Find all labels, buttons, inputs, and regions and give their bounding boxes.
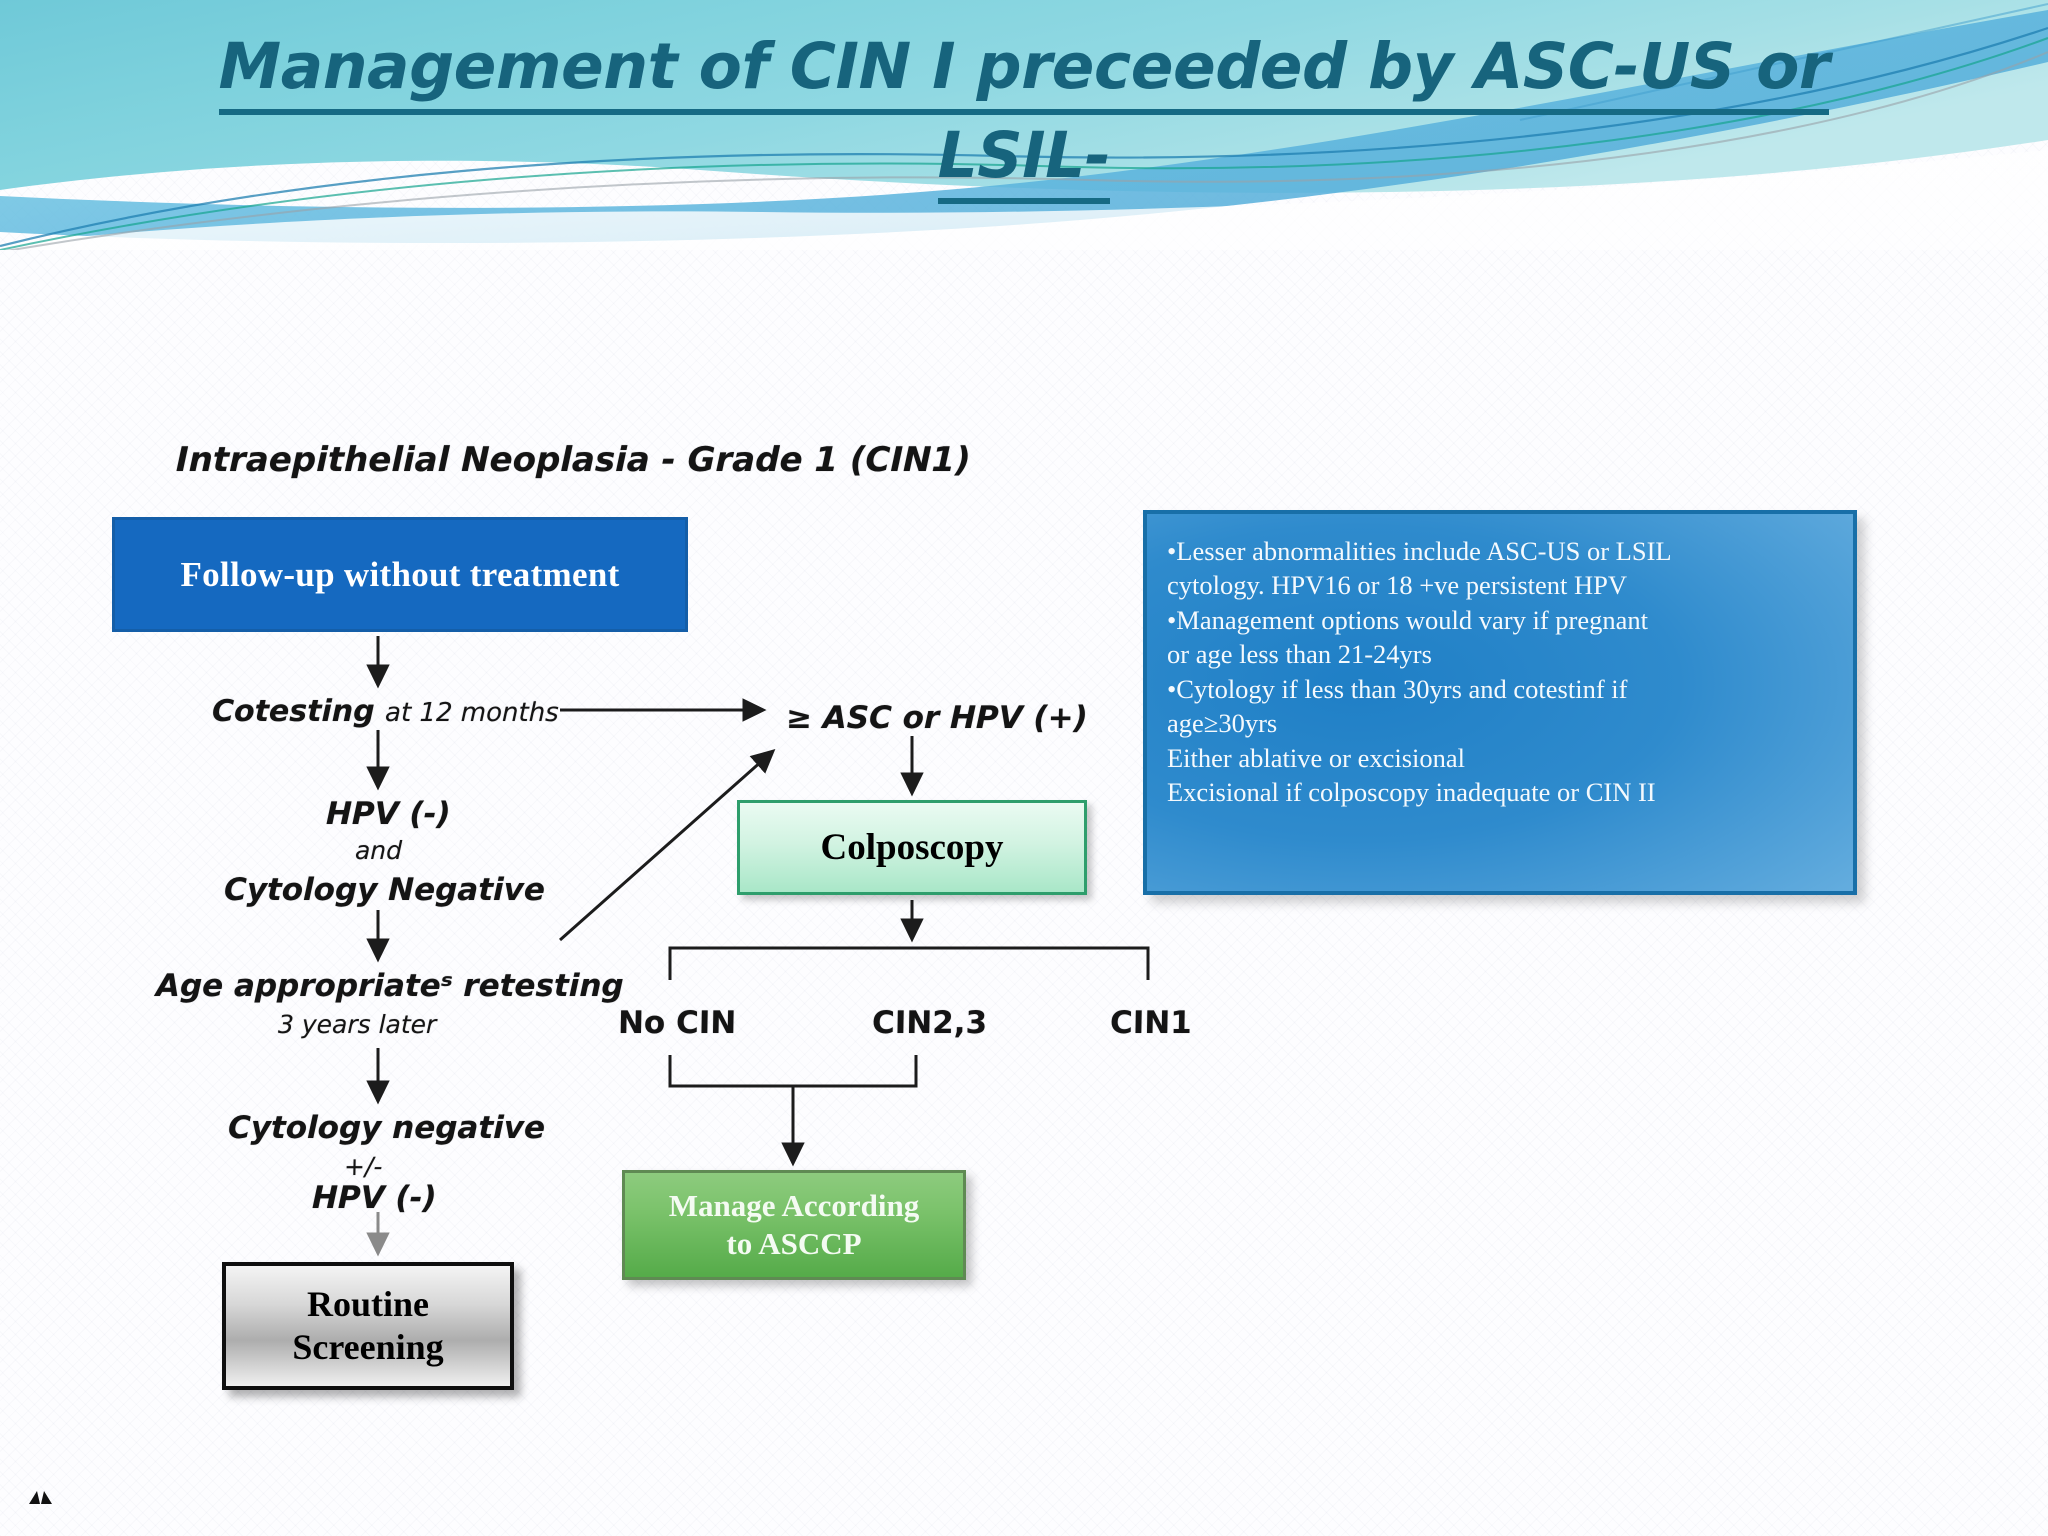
note-line: age≥30yrs [1167, 708, 1278, 739]
node-manage-according-to-asccp[interactable]: Manage According to ASCCP [622, 1170, 966, 1280]
notes-panel: •Lesser abnormalities include ASC-US or … [1143, 510, 1857, 895]
branch-bus-top [668, 946, 1150, 980]
asccp-line-2: to ASCCP [726, 1226, 862, 1261]
note-line: cytology. HPV16 or 18 +ve persistent HPV [1167, 570, 1628, 601]
note-line: •Lesser abnormalities include ASC-US or … [1167, 536, 1672, 566]
note-line: or age less than 21-24yrs [1167, 639, 1432, 670]
node-follow-up-without-treatment[interactable]: Follow-up without treatment [112, 517, 688, 632]
branch-bus-bottom [668, 1055, 918, 1088]
note-line: •Management options would vary if pregna… [1167, 604, 1649, 635]
asccp-line-1: Manage According [668, 1188, 920, 1224]
routine-line-2: Screening [292, 1327, 444, 1367]
note-line: Either ablative or excisional [1167, 742, 1466, 773]
routine-line-1: Routine [306, 1283, 429, 1324]
page-title-line-2: LSIL- [120, 111, 1928, 205]
scan-artifact-mark [29, 1491, 52, 1504]
note-line: •Cytology if less than 30yrs and cotesti… [1167, 673, 1628, 704]
page-title: Management of CIN I preceeded by ASC-US … [120, 22, 1928, 205]
page-title-line-1: Management of CIN I preceeded by ASC-US … [120, 22, 1928, 115]
node-routine-screening[interactable]: Routine Screening [222, 1262, 514, 1390]
node-colposcopy[interactable]: Colposcopy [737, 800, 1087, 895]
note-line: Excisional if colposcopy inadequate or C… [1167, 777, 1656, 808]
